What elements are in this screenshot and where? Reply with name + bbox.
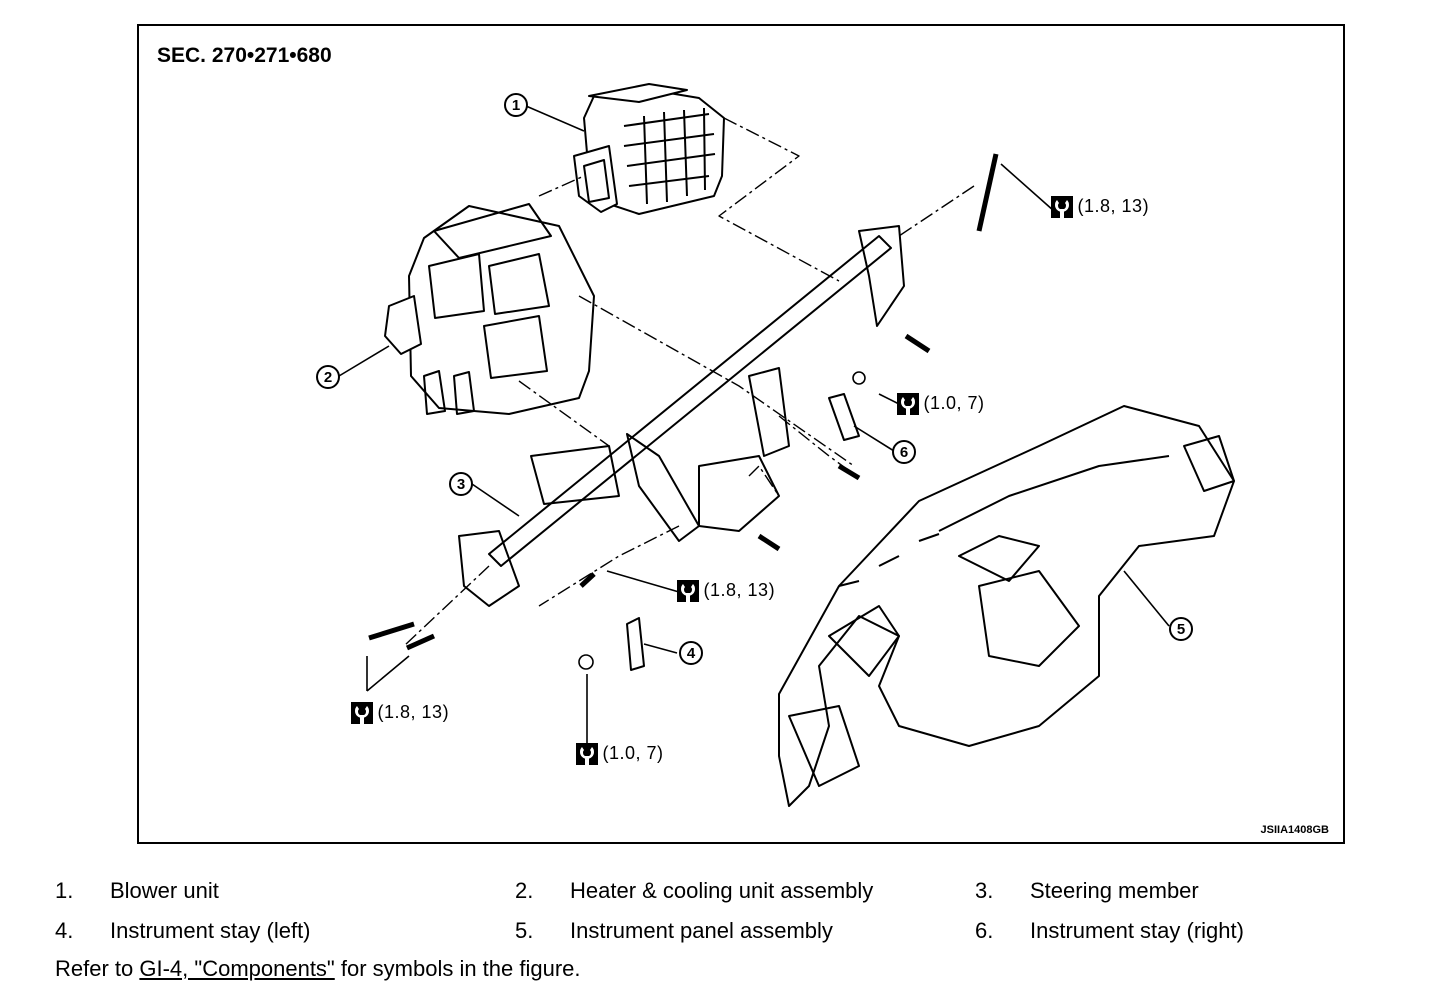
refer-suffix: for symbols in the figure. <box>334 956 581 981</box>
torque-spec-top-right: 18 (1.8, 13) <box>1051 196 1150 218</box>
instrument-stay-right-drawing <box>828 393 860 441</box>
legend-number: 2. <box>515 878 534 903</box>
steering-member-drawing <box>458 225 905 607</box>
torque-value: 18 (1.8, 13) <box>351 702 450 722</box>
heater-cooling-unit-drawing <box>384 203 595 415</box>
diagram-artwork: 1 2 3 4 5 6 <box>316 83 1235 807</box>
torque-wrench-icon <box>897 393 919 415</box>
legend-item-2: 2. Heater & cooling unit assembly <box>515 878 873 904</box>
components-link[interactable]: GI-4, "Components" <box>139 956 335 981</box>
figure-id: JSIIA1408GB <box>1260 824 1329 836</box>
torque-value: 18 (1.8, 13) <box>1051 196 1150 216</box>
legend-label: Blower unit <box>110 878 219 903</box>
refer-note: Refer to GI-4, "Components" for symbols … <box>55 956 581 982</box>
legend-number: 6. <box>975 918 994 943</box>
torque-wrench-icon <box>351 702 373 724</box>
torque-wrench-icon <box>576 743 598 765</box>
torque-spec-center: 18 (1.8, 13) <box>677 580 776 602</box>
callout-1: 1 <box>512 97 520 114</box>
refer-prefix: Refer to <box>55 956 140 981</box>
legend-item-5: 5. Instrument panel assembly <box>515 918 833 944</box>
legend-number: 1. <box>55 878 74 903</box>
blower-unit-drawing <box>573 83 725 215</box>
torque-wrench-icon <box>1051 196 1073 218</box>
instrument-panel-drawing <box>778 405 1235 807</box>
legend-label: Instrument stay (left) <box>110 918 311 943</box>
callout-4: 4 <box>687 645 696 662</box>
legend-number: 5. <box>515 918 534 943</box>
legend-item-4: 4. Instrument stay (left) <box>55 918 311 944</box>
exploded-diagram: 1 2 3 4 5 6 SEC. 270•271•680 JSIIA1408GB… <box>137 24 1345 844</box>
torque-spec-right-stay: 10 (1.0, 7) <box>897 393 985 415</box>
callout-5: 5 <box>1177 621 1185 638</box>
torque-value: 18 (1.8, 13) <box>677 580 776 600</box>
callout-2: 2 <box>324 369 332 386</box>
legend-item-1: 1. Blower unit <box>55 878 219 904</box>
legend-label: Instrument stay (right) <box>1030 918 1244 943</box>
legend-label: Instrument panel assembly <box>570 918 833 943</box>
instrument-stay-left-drawing <box>626 617 645 671</box>
legend-number: 4. <box>55 918 74 943</box>
torque-spec-left-stay: 10 (1.0, 7) <box>576 743 664 765</box>
torque-spec-left: 18 (1.8, 13) <box>351 702 450 724</box>
section-title: SEC. 270•271•680 <box>157 44 332 67</box>
legend-label: Steering member <box>1030 878 1199 903</box>
legend-item-3: 3. Steering member <box>975 878 1199 904</box>
legend-label: Heater & cooling unit assembly <box>570 878 874 903</box>
torque-wrench-icon <box>677 580 699 602</box>
callout-3: 3 <box>457 476 465 493</box>
callout-6: 6 <box>900 444 908 461</box>
legend-item-6: 6. Instrument stay (right) <box>975 918 1244 944</box>
legend-number: 3. <box>975 878 994 903</box>
